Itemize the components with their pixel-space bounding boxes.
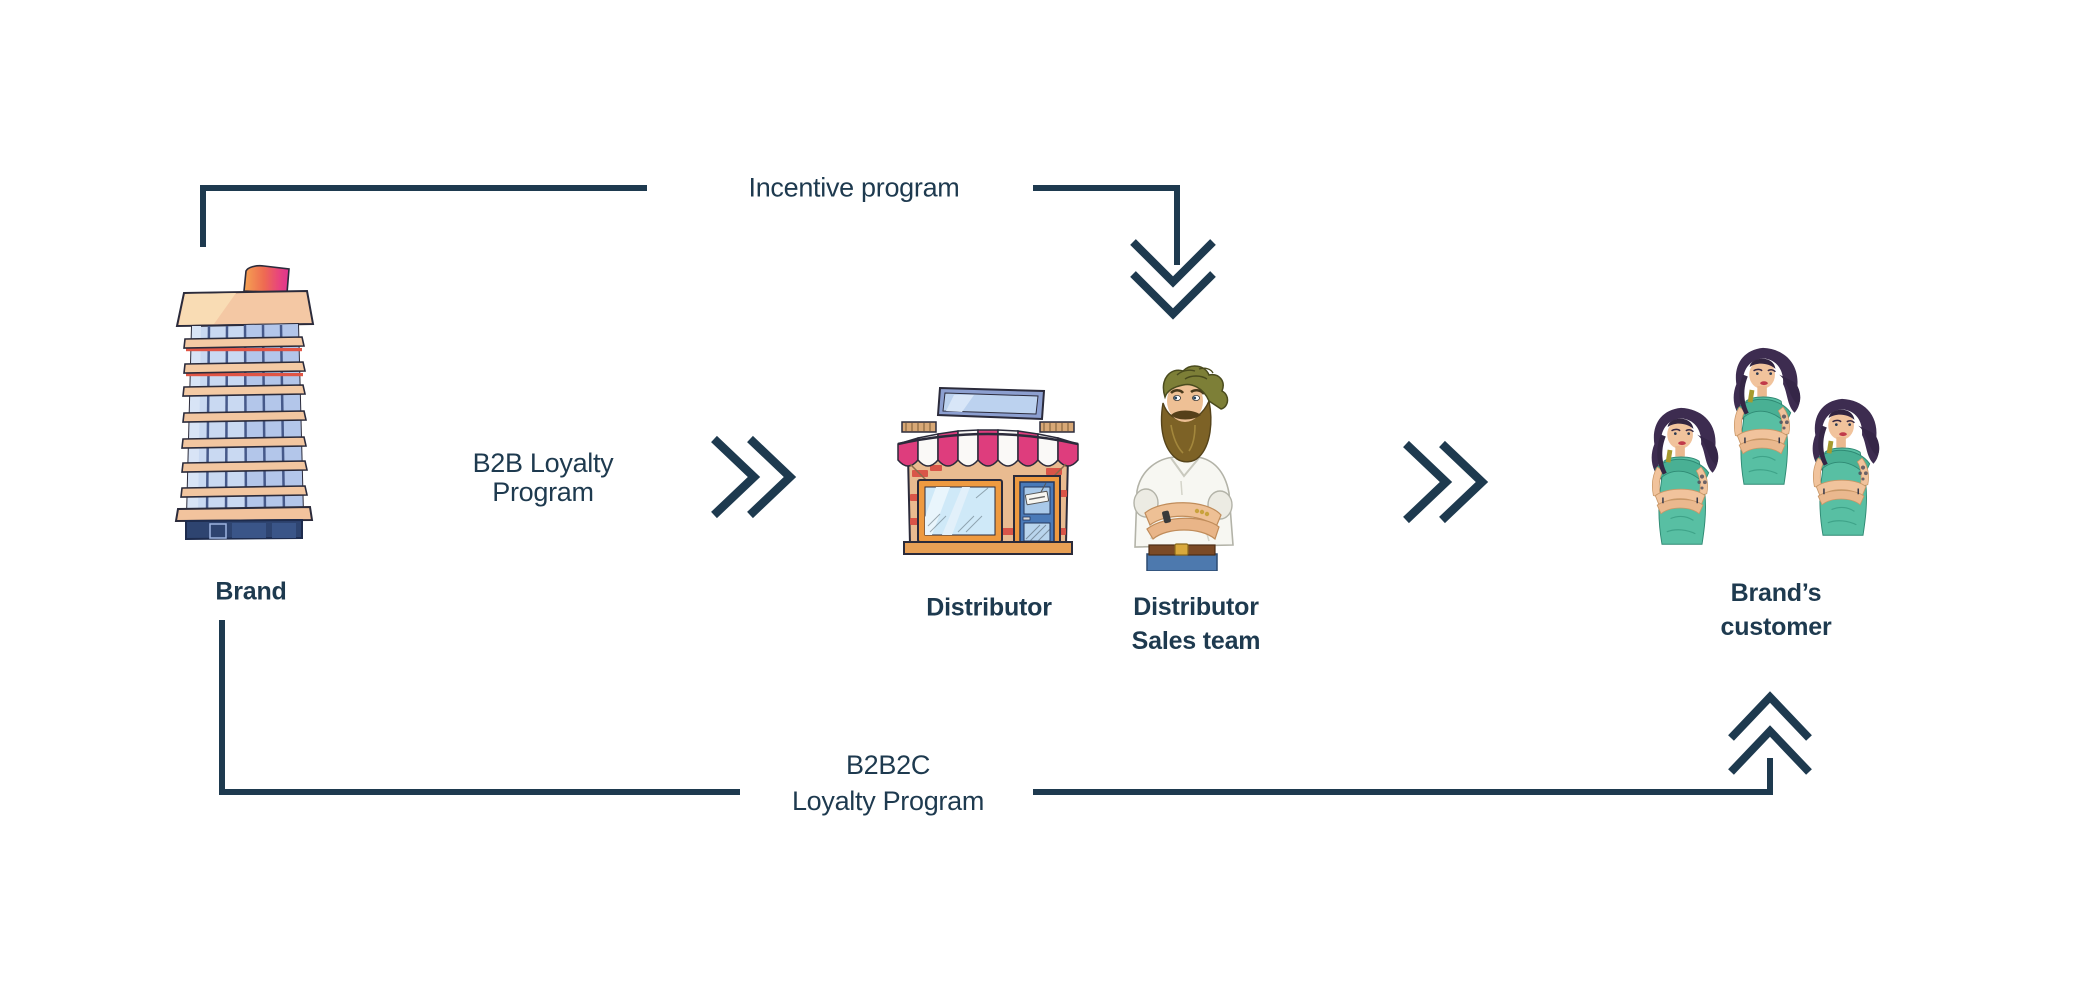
double-chevron-up-icon	[1728, 691, 1812, 793]
storefront-icon	[897, 386, 1079, 555]
building-base	[185, 518, 303, 541]
b2b2c-line-vertical-left	[219, 620, 225, 795]
customer-label-line2: customer	[1720, 613, 1832, 641]
building-roof	[175, 289, 315, 328]
building-flag	[243, 264, 290, 294]
man-hair	[1162, 365, 1229, 410]
customer-figure-left	[1650, 407, 1720, 545]
shop-window	[917, 479, 1003, 543]
open-sign	[1024, 490, 1050, 506]
b2b2c-loyalty-program-label: B2B2C Loyalty Program	[792, 747, 984, 819]
sales-team-label-line2: Sales team	[1131, 627, 1261, 655]
double-chevron-right-icon	[1403, 440, 1489, 524]
women-customers-icon	[1638, 344, 1892, 562]
building-body	[174, 322, 314, 523]
man-arms-crossed	[1133, 488, 1233, 541]
customer-figure-right	[1811, 398, 1881, 536]
sales-team-label-line1: Distributor	[1133, 593, 1259, 621]
man-jeans	[1146, 543, 1218, 571]
incentive-line-horizontal-left	[200, 185, 647, 191]
b2b2c-label-line1: B2B2C	[845, 750, 931, 780]
office-building-icon	[174, 264, 315, 541]
shop-roof-corners	[901, 421, 1075, 433]
shop-door	[1013, 475, 1061, 545]
shop-sign	[936, 386, 1046, 421]
b2b-loyalty-program-label: B2B Loyalty Program	[473, 449, 614, 507]
double-chevron-down-icon	[1130, 239, 1216, 320]
man-face	[1167, 380, 1206, 422]
building-ledges	[180, 336, 308, 498]
shop-awning	[897, 429, 1079, 481]
customer-label-line1: Brand’s	[1730, 579, 1822, 607]
incentive-line-horizontal-right	[1033, 185, 1180, 191]
salesman-icon	[1133, 365, 1234, 571]
incentive-line-vertical-left	[200, 185, 206, 247]
b2b2c-line-horizontal-right	[1033, 789, 1773, 795]
b2b2c-label-line2: Loyalty Program	[791, 786, 985, 816]
brands-customer-label: Brand’s customer	[1721, 576, 1832, 644]
brand-label: Brand	[215, 577, 287, 606]
b2b-label-line1: B2B Loyalty	[472, 448, 614, 478]
incentive-program-label: Incentive program	[748, 172, 960, 203]
b2b2c-line-horizontal-left	[219, 789, 740, 795]
distributor-label: Distributor	[926, 593, 1052, 622]
customer-figure-middle	[1732, 347, 1802, 485]
incentive-line-vertical-right	[1174, 185, 1180, 265]
shop-base	[903, 541, 1073, 555]
distributor-sales-team-label: Distributor Sales team	[1132, 590, 1261, 658]
b2b-label-line2: Program	[492, 477, 594, 507]
double-chevron-right-icon	[711, 435, 797, 519]
